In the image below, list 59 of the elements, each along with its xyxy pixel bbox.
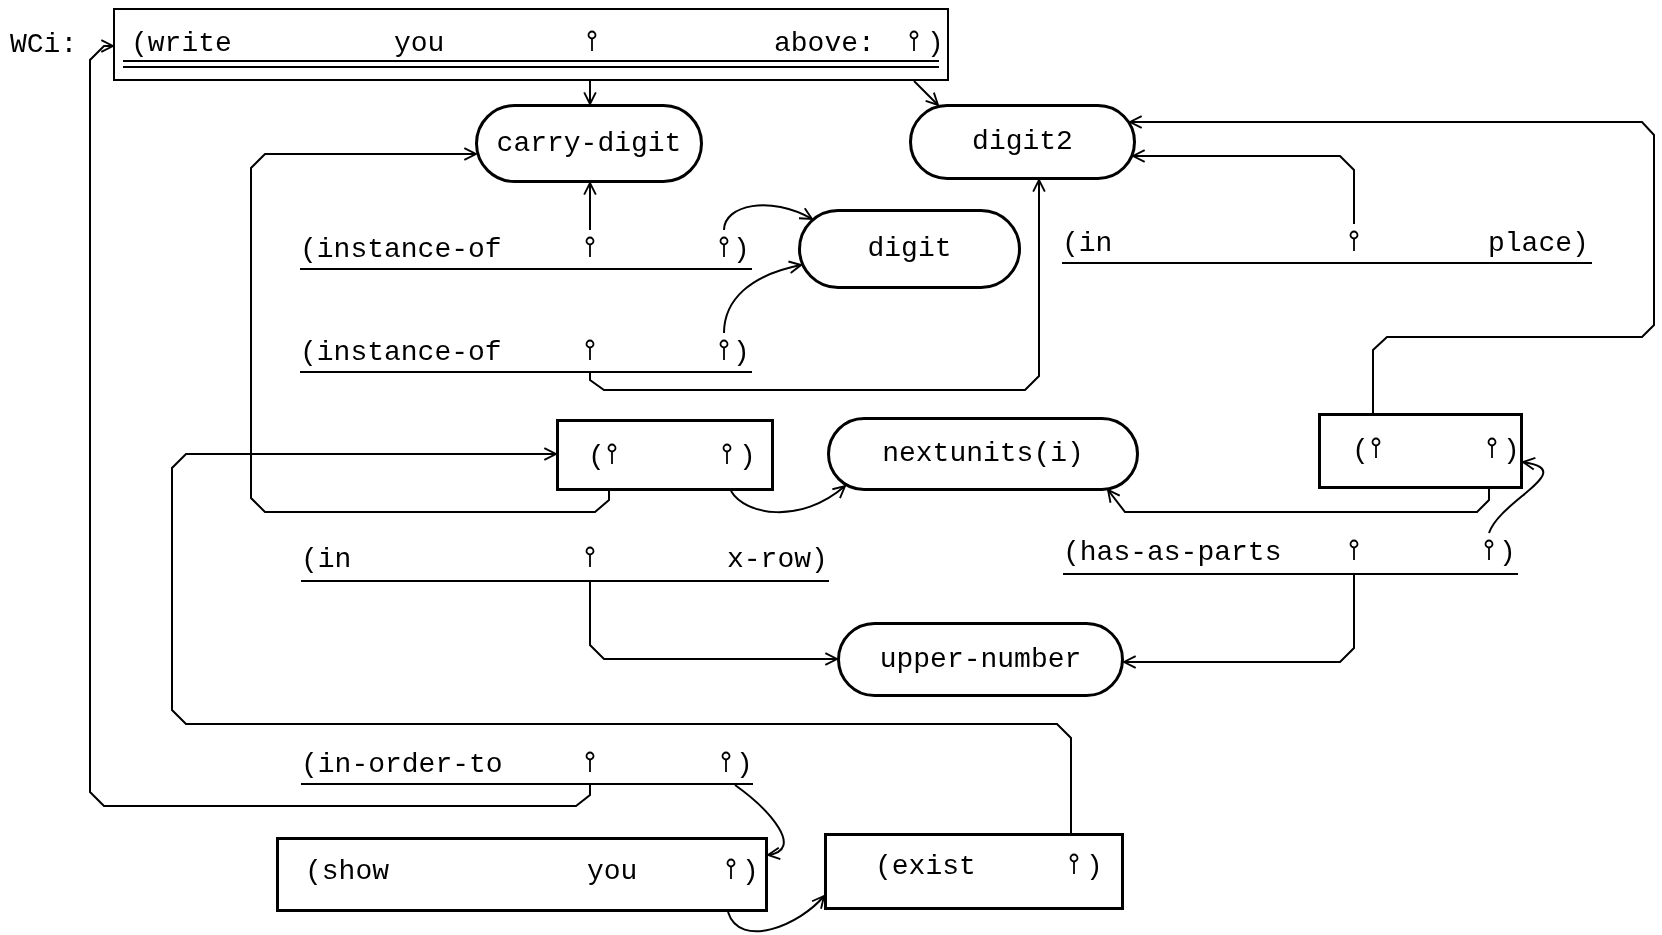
concept-label: nextunits(i): [882, 438, 1084, 470]
term-text: ): [1503, 435, 1520, 467]
term-text: (show: [305, 856, 389, 888]
concept-node: [837, 622, 1124, 697]
term-text: ): [739, 441, 756, 473]
term-text: ): [733, 234, 750, 266]
term-text: (write: [131, 28, 232, 60]
concept-node: [798, 209, 1021, 289]
term-text: ): [736, 749, 753, 781]
arrow: [723, 204, 813, 231]
statement-box: [1318, 413, 1523, 489]
arrow: [89, 39, 591, 807]
term-text: ): [742, 856, 759, 888]
term-text: ): [1086, 851, 1103, 883]
concept-label: digit2: [972, 126, 1073, 158]
statement-box: [556, 419, 774, 491]
arrow: [171, 447, 1072, 834]
term-text: above:: [774, 28, 875, 60]
arrow: [589, 581, 838, 666]
term-text: you: [587, 856, 638, 888]
arrow: [723, 261, 802, 334]
statement-box: [824, 833, 1124, 910]
arrow: [730, 485, 846, 514]
term-text: (instance-of: [300, 337, 502, 369]
term-text: x-row): [727, 544, 828, 576]
arrow: [1488, 457, 1545, 534]
arrow: [913, 80, 939, 106]
concept-node: [909, 104, 1136, 180]
term-text: ): [927, 28, 944, 60]
term-text: you: [394, 28, 445, 60]
concept-label: upper-number: [879, 643, 1082, 676]
arrow: [1123, 574, 1355, 669]
concept-label: digit: [867, 233, 952, 265]
arrow: [589, 179, 1046, 391]
term-text: place): [1488, 228, 1589, 260]
statement-frame: [113, 8, 949, 81]
node-caption: WCi:: [10, 29, 78, 61]
arrow: [727, 895, 825, 933]
arrow: [250, 147, 610, 513]
arrow: [1132, 149, 1355, 225]
term-text: (in-order-to: [301, 749, 503, 781]
concept-node: [827, 417, 1139, 491]
term-text: (: [588, 441, 605, 473]
concept-label: carry-digit: [496, 127, 682, 160]
concept-node: [475, 104, 703, 183]
arrow: [734, 784, 785, 859]
statement-box: [276, 837, 768, 912]
term-text: (has-as-parts: [1063, 537, 1282, 569]
arrow: [583, 80, 597, 105]
term-text: (exist: [875, 851, 976, 883]
term-text: ): [1499, 537, 1516, 569]
term-text: ): [733, 337, 750, 369]
arrow: [583, 182, 597, 231]
term-text: (in: [301, 544, 352, 576]
term-text: (: [1352, 435, 1369, 467]
arrow: [1129, 115, 1655, 414]
term-text: (in: [1062, 228, 1113, 260]
arrow: [1107, 488, 1490, 513]
term-text: (instance-of: [300, 234, 502, 266]
